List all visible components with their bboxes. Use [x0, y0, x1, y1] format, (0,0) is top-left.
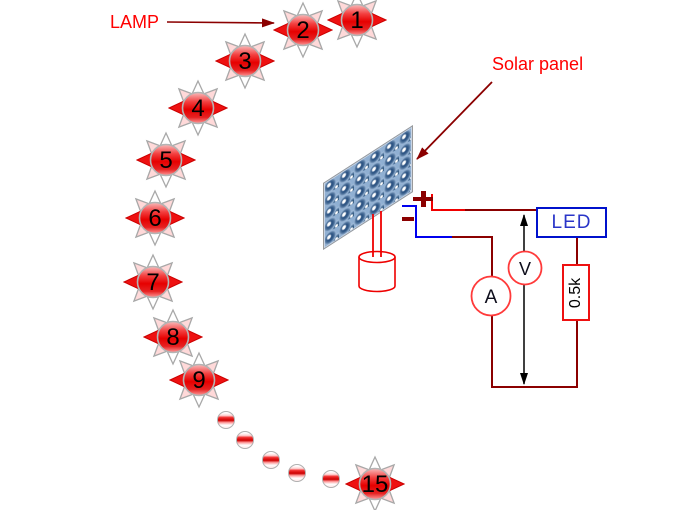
lamp-annotation-arrow [166, 18, 275, 28]
panel-stand [358, 211, 396, 293]
led-label: LED [551, 211, 592, 233]
lamp-3: 3 [215, 31, 275, 91]
dim-lamp-icon [217, 411, 235, 429]
solar-panel-label: Solar panel [492, 54, 584, 74]
lamp-number: 5 [159, 146, 173, 174]
lamp-15: 15 [345, 454, 405, 510]
dim-lamp-icon [236, 431, 254, 449]
resistor-box: 0.5k [562, 264, 590, 321]
lamp-number: 7 [146, 268, 160, 296]
lamp-number: 3 [238, 47, 252, 75]
stand-cylinder-body [358, 257, 396, 293]
lamp-label: LAMP [110, 12, 160, 32]
solar-panel-annotation-arrow [416, 81, 493, 160]
lamp-number: 6 [148, 204, 162, 232]
negative-wire-blue [402, 205, 453, 238]
minus-terminal-icon [402, 217, 414, 221]
lamp-9: 9 [169, 350, 229, 410]
lamp-7: 7 [123, 252, 183, 312]
lamp-number: 9 [192, 366, 206, 394]
dim-lamp-icon [262, 451, 280, 469]
lamp-number: 8 [166, 323, 180, 351]
positive-wire-red [431, 194, 466, 211]
lamp-number: 1 [350, 6, 364, 34]
lamp-number: 2 [296, 16, 310, 44]
stand-cylinder-top [358, 250, 396, 264]
led-component-box: LED [536, 207, 607, 238]
lamp-number: 15 [361, 470, 389, 498]
lamp-6: 6 [125, 188, 185, 248]
dim-lamp-icon [322, 470, 340, 488]
voltmeter-circle [507, 250, 543, 286]
lamp-1: 1 [327, 0, 387, 50]
lamp-8: 8 [143, 307, 203, 367]
ammeter-circle [470, 275, 512, 317]
voltmeter-letter: V [518, 259, 531, 279]
dim-lamp-icon [288, 464, 306, 482]
ammeter-letter: A [484, 286, 498, 308]
lamp-5: 5 [136, 130, 196, 190]
lamp-2: 2 [273, 0, 333, 60]
lamp-4: 4 [168, 78, 228, 138]
plus-terminal-icon [413, 191, 433, 207]
lamp-number: 4 [191, 94, 205, 122]
resistor-value-label: 0.5k [567, 277, 584, 308]
plus-vbar [420, 191, 426, 207]
